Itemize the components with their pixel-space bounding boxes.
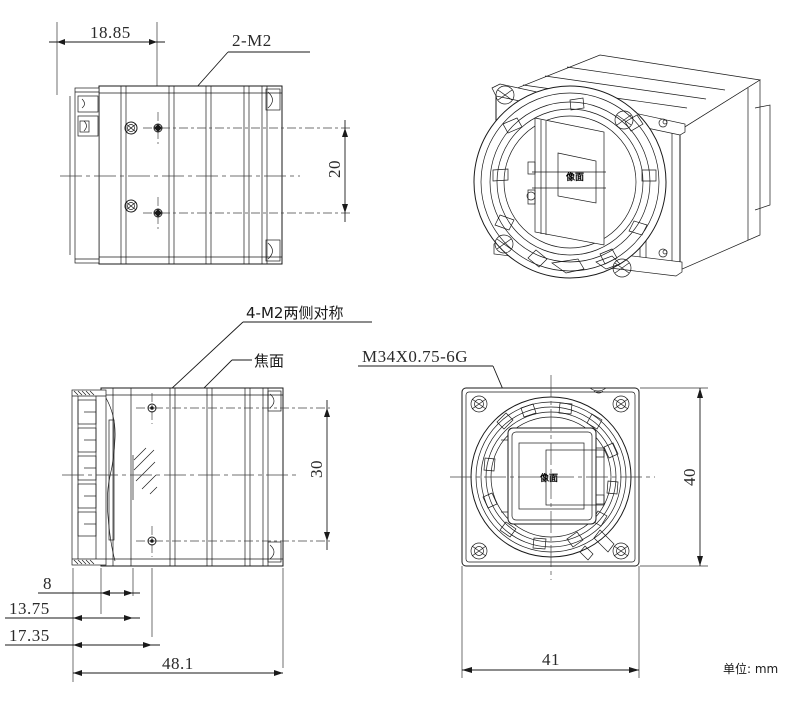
dimension-label-17-35: 17.35 bbox=[9, 626, 50, 645]
dimension-label-18-85: 18.85 bbox=[90, 23, 131, 42]
side-section-view-group: 4-M2两侧对称 焦面 bbox=[5, 304, 372, 682]
side-view-tapped-hole-lower bbox=[136, 526, 330, 557]
dimension-label-8: 8 bbox=[43, 574, 52, 593]
top-view-group: 18.85 2-M2 bbox=[49, 22, 350, 265]
dimension-label-20: 20 bbox=[325, 160, 344, 178]
top-view-screw-upper bbox=[124, 121, 138, 135]
side-view-body bbox=[100, 387, 284, 567]
dimension-label-48-1: 48.1 bbox=[162, 654, 194, 673]
dimension-30: 30 bbox=[307, 400, 330, 550]
unit-note: 单位: mm bbox=[723, 661, 778, 676]
dimension-20: 20 bbox=[325, 120, 348, 222]
dimension-label-40: 40 bbox=[680, 468, 699, 486]
front-view-sensor: 像面 bbox=[501, 427, 605, 525]
dimension-18-85: 18.85 bbox=[49, 22, 165, 128]
callout-label-focal-plane: 焦面 bbox=[254, 352, 284, 370]
isometric-sensor-window: 像面 bbox=[526, 117, 606, 246]
dimension-41: 41 bbox=[461, 566, 640, 678]
front-view-notch-2 bbox=[579, 545, 594, 561]
dimension-label-41: 41 bbox=[542, 650, 560, 669]
side-view-lens-barrel bbox=[71, 389, 116, 566]
dimension-48-1: 48.1 bbox=[73, 654, 283, 676]
front-view-notch bbox=[593, 529, 615, 553]
dimension-8: 8 bbox=[38, 574, 140, 596]
side-view-tapped-hole-upper bbox=[136, 393, 330, 424]
top-view-screw-lower bbox=[124, 199, 138, 213]
callout-label-m34: M34X0.75-6G bbox=[362, 347, 468, 366]
top-view-lens-mount bbox=[69, 87, 100, 264]
dimension-17-35: 17.35 bbox=[5, 626, 160, 648]
callout-label-4-m2: 4-M2两侧对称 bbox=[246, 304, 343, 322]
isometric-view-group: 像面 bbox=[473, 54, 771, 279]
callout-label-2-m2: 2-M2 bbox=[232, 31, 272, 50]
dimension-13-75: 13.75 bbox=[5, 599, 140, 621]
dimension-40: 40 bbox=[640, 387, 708, 567]
dimension-label-30: 30 bbox=[307, 460, 326, 478]
front-view-image-plane-label: 像面 bbox=[539, 472, 558, 484]
top-view-tapped-hole-lower bbox=[143, 197, 350, 229]
focal-plane-hatch bbox=[132, 447, 158, 500]
top-view-body bbox=[98, 85, 283, 265]
isometric-image-plane-label: 像面 bbox=[565, 171, 584, 183]
isometric-corner-screws bbox=[494, 85, 668, 278]
top-view-tapped-hole-upper bbox=[143, 112, 350, 144]
dimension-label-13-75: 13.75 bbox=[9, 599, 50, 618]
front-view-group: M34X0.75-6G bbox=[358, 347, 708, 678]
